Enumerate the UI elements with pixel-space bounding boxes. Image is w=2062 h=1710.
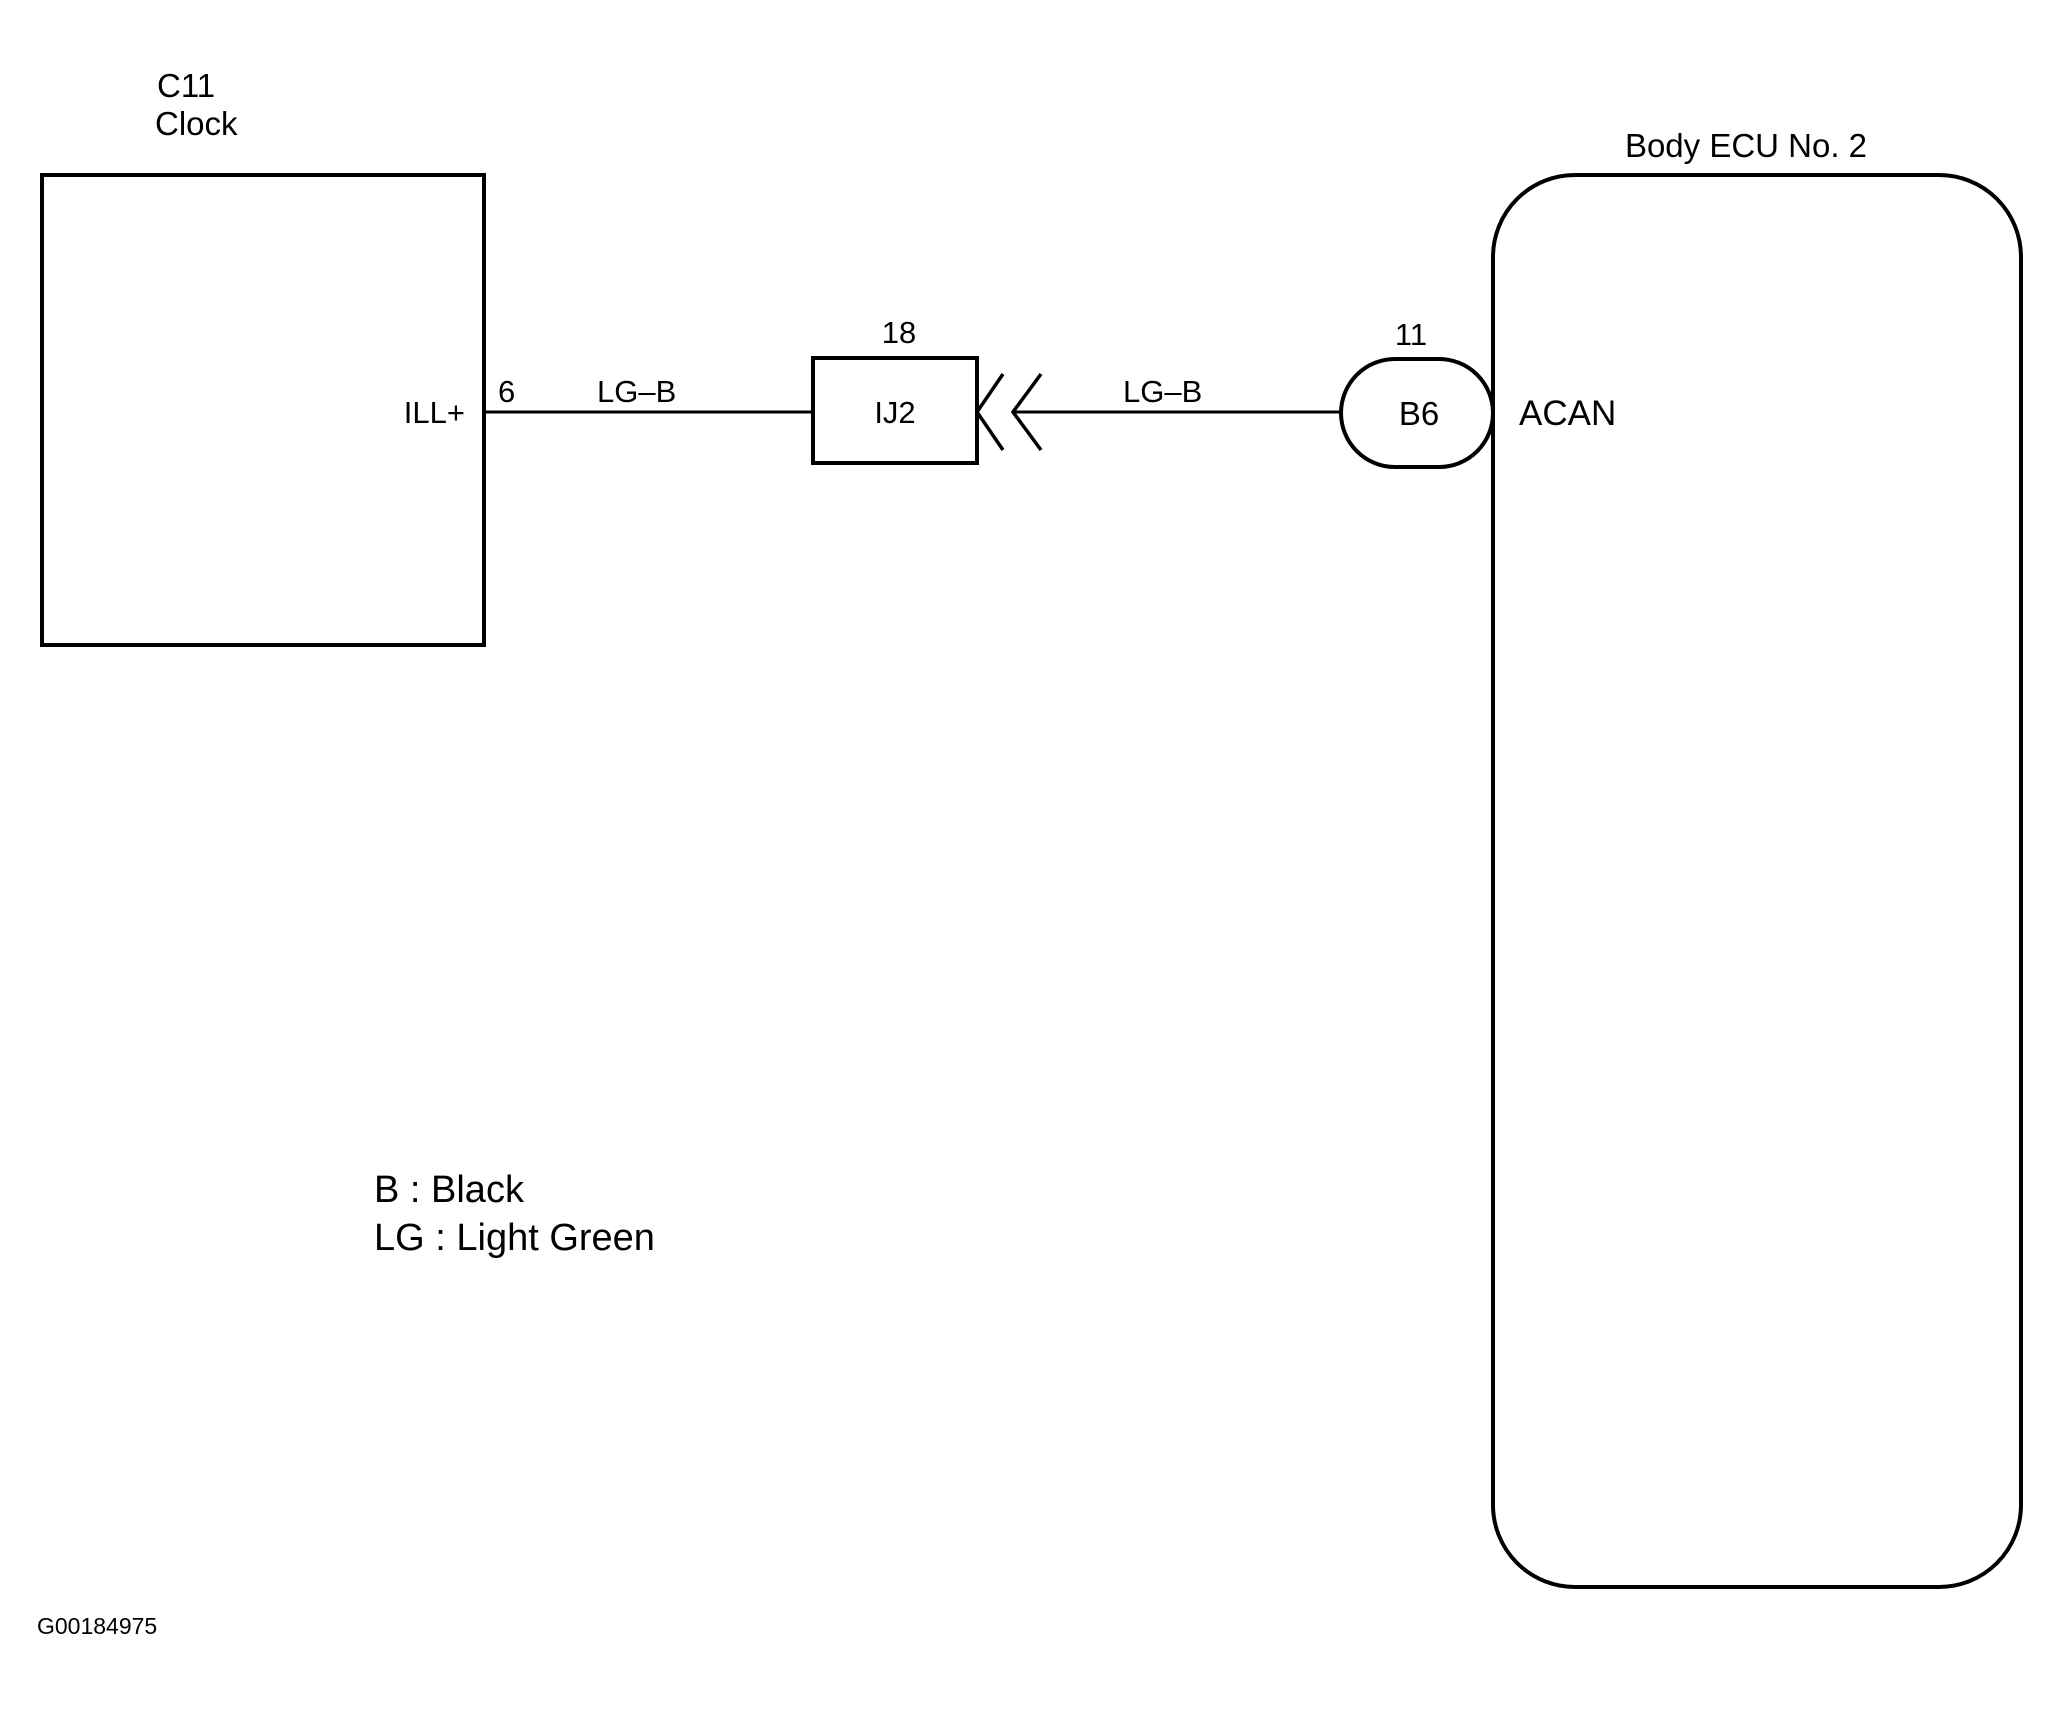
- junction-pin-number: 18: [882, 315, 916, 350]
- ecu-box: [1491, 173, 2023, 1589]
- junction-connector: 18 IJ2: [811, 315, 1043, 465]
- color-legend: B : Black LG : Light Green: [374, 1169, 655, 1259]
- clock-pin-label: ILL+: [404, 395, 465, 430]
- legend-item: LG : Light Green: [374, 1217, 655, 1259]
- ecu-connector: 11 B6: [1339, 317, 1495, 469]
- clock-code: C11: [157, 67, 215, 104]
- wire-1-color-code: LG–B: [597, 374, 676, 409]
- clock-component: C11 Clock ILL+ 6: [40, 67, 515, 647]
- connector-chevron-icon: [974, 373, 1005, 451]
- ecu-name: Body ECU No. 2: [1625, 127, 1867, 164]
- junction-name: IJ2: [874, 395, 915, 430]
- clock-pin-number: 6: [498, 374, 515, 409]
- wire-2-color-code: LG–B: [1123, 374, 1202, 409]
- legend-item: B : Black: [374, 1169, 525, 1211]
- clock-name: Clock: [155, 105, 238, 142]
- ecu-component: Body ECU No. 2 ACAN: [1491, 127, 2023, 1589]
- clock-box: [40, 173, 486, 647]
- figure-id: G00184975: [37, 1613, 157, 1639]
- ecu-pin-label: ACAN: [1519, 394, 1616, 433]
- connector-pin-number: 11: [1395, 317, 1427, 352]
- connector-name: B6: [1399, 395, 1439, 432]
